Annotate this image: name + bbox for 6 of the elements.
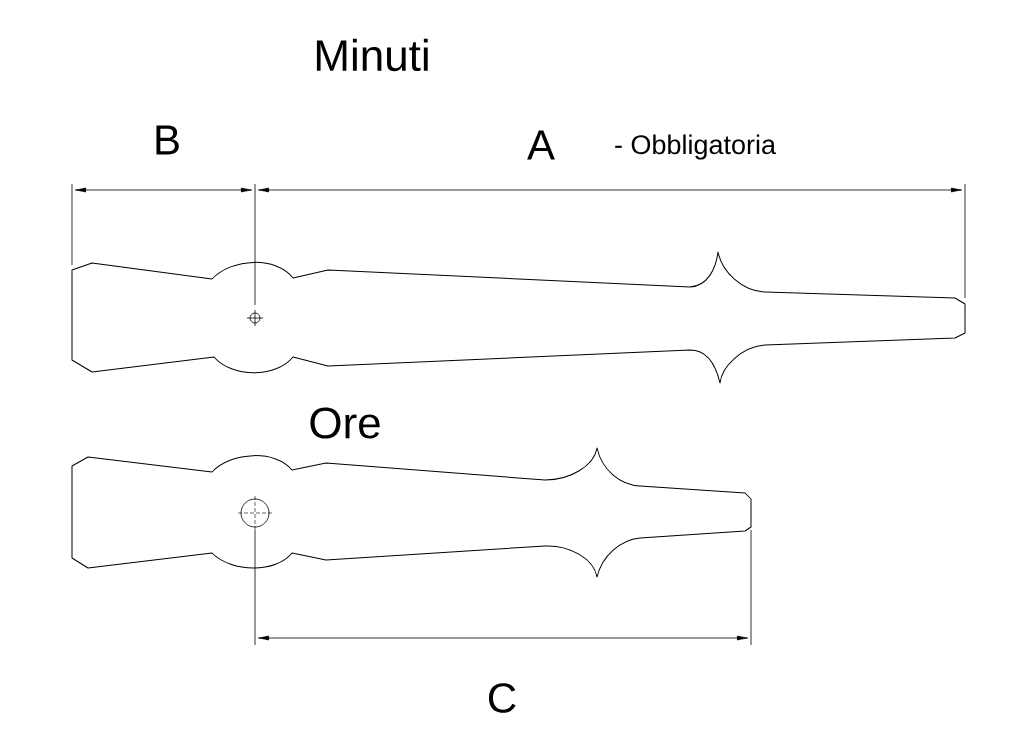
view-label: Minuti	[316, 38, 428, 72]
view-label: Ore	[310, 407, 380, 439]
dimension-label: C	[489, 683, 516, 713]
dimension-label: A	[527, 130, 555, 160]
dimension-label: B	[156, 125, 179, 155]
note-text: - Obbligatoria	[615, 134, 776, 160]
